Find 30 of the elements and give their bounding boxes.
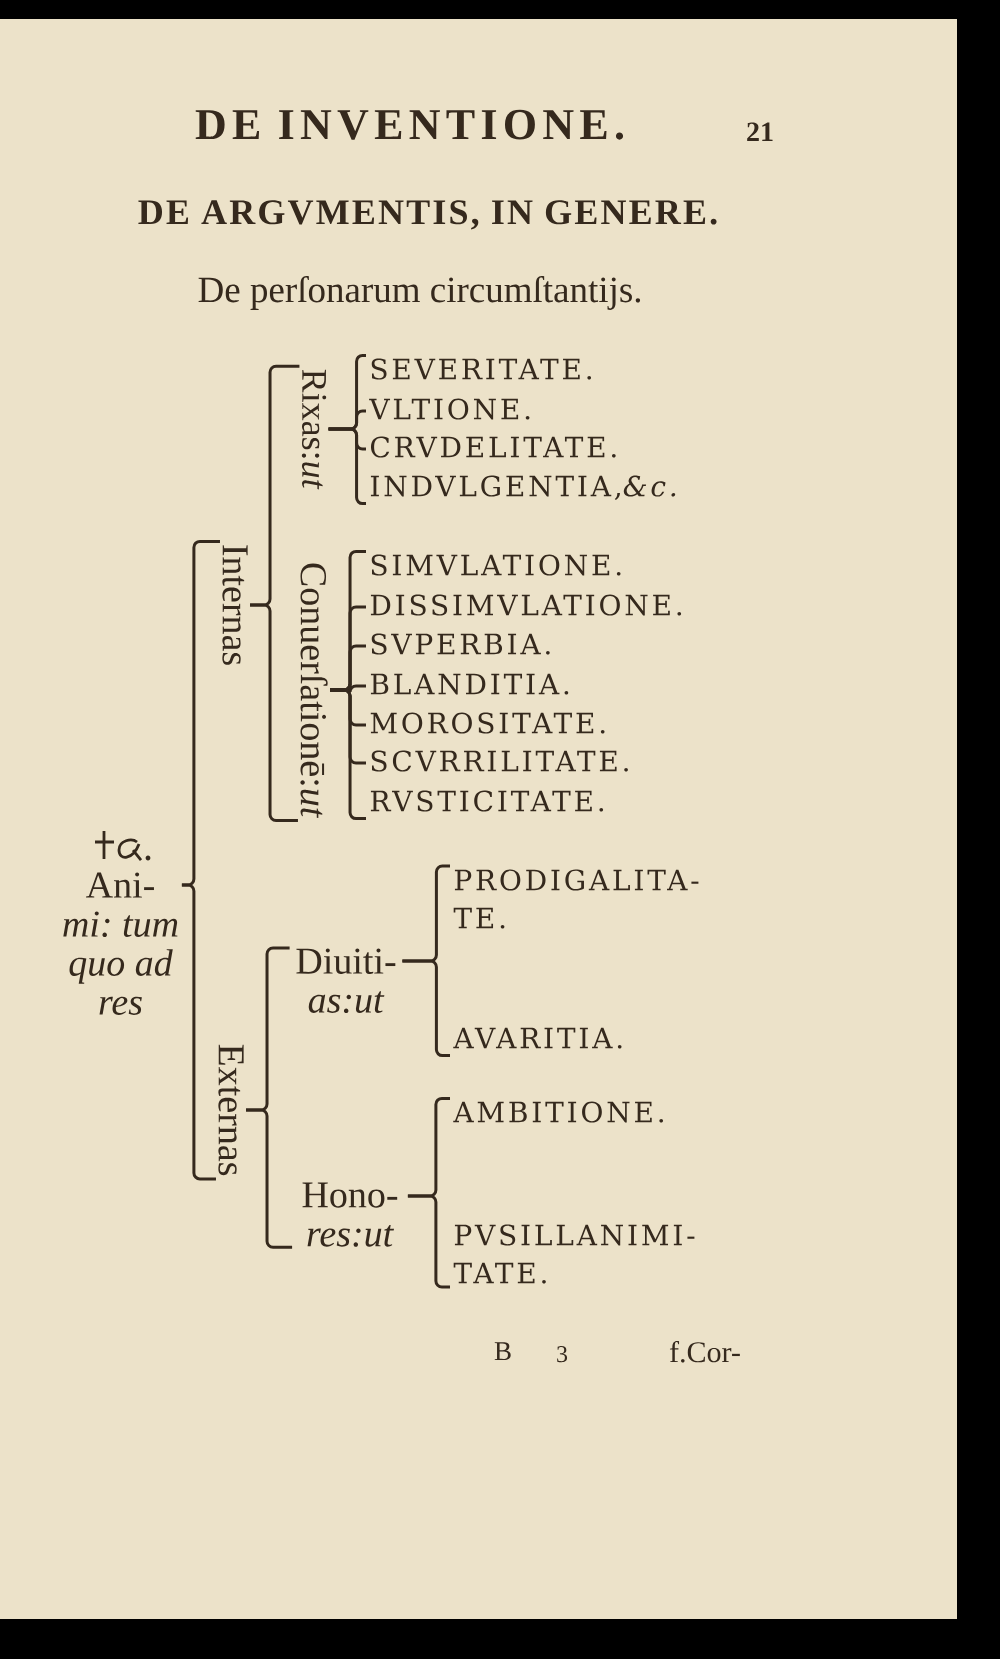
list-item: PRODIGALITA- TE. xyxy=(453,869,699,929)
running-head: DE INVENTIONE. xyxy=(195,109,624,140)
list-item: SEVERITATE. xyxy=(371,358,591,380)
list-item: BLANDITIA. xyxy=(370,673,569,695)
subheading: De perſonarum circumſtantijs. xyxy=(198,275,641,310)
list-item: CRVDELITATE. xyxy=(370,436,616,458)
vertical-label: Internas xyxy=(222,545,248,665)
list-item: SCVRRILITATE. xyxy=(371,750,628,772)
list-item: SVPERBIA. xyxy=(371,633,550,655)
vertical-label: Conuerſationē:ut xyxy=(300,563,328,819)
vertical-label: Externas xyxy=(218,1044,244,1176)
page-number: 21 xyxy=(747,122,773,141)
category-label: Ani- mi: tum quo ad res xyxy=(63,872,178,1015)
list-item: DISSIMVLATIONE. xyxy=(370,594,682,616)
list-item: AVARITIA. xyxy=(453,1027,622,1049)
list-item: VLTIONE. xyxy=(369,398,530,420)
list-item: MOROSITATE. xyxy=(370,712,605,734)
category-label: Hono- res:ut xyxy=(302,1182,398,1247)
signature-mark: B xyxy=(494,1342,511,1361)
list-item: INDVLGENTIA,&c. xyxy=(370,475,676,501)
section-heading: DE ARGVMENTIS, IN GENERE. xyxy=(138,200,717,230)
catchword: f.Cor- xyxy=(669,1340,740,1363)
category-label: Diuiti- as:ut xyxy=(296,948,396,1014)
brace xyxy=(250,603,298,822)
list-item: AMBITIONE. xyxy=(453,1101,664,1123)
vertical-label: Rixas:ut xyxy=(301,369,327,490)
list-item: RVSTICITATE. xyxy=(370,790,604,812)
list-item: SIMVLATIONE. xyxy=(371,554,621,576)
signature-mark: 3 xyxy=(557,1346,568,1363)
list-item: PVSILLANIMI- TATE. xyxy=(453,1224,695,1284)
